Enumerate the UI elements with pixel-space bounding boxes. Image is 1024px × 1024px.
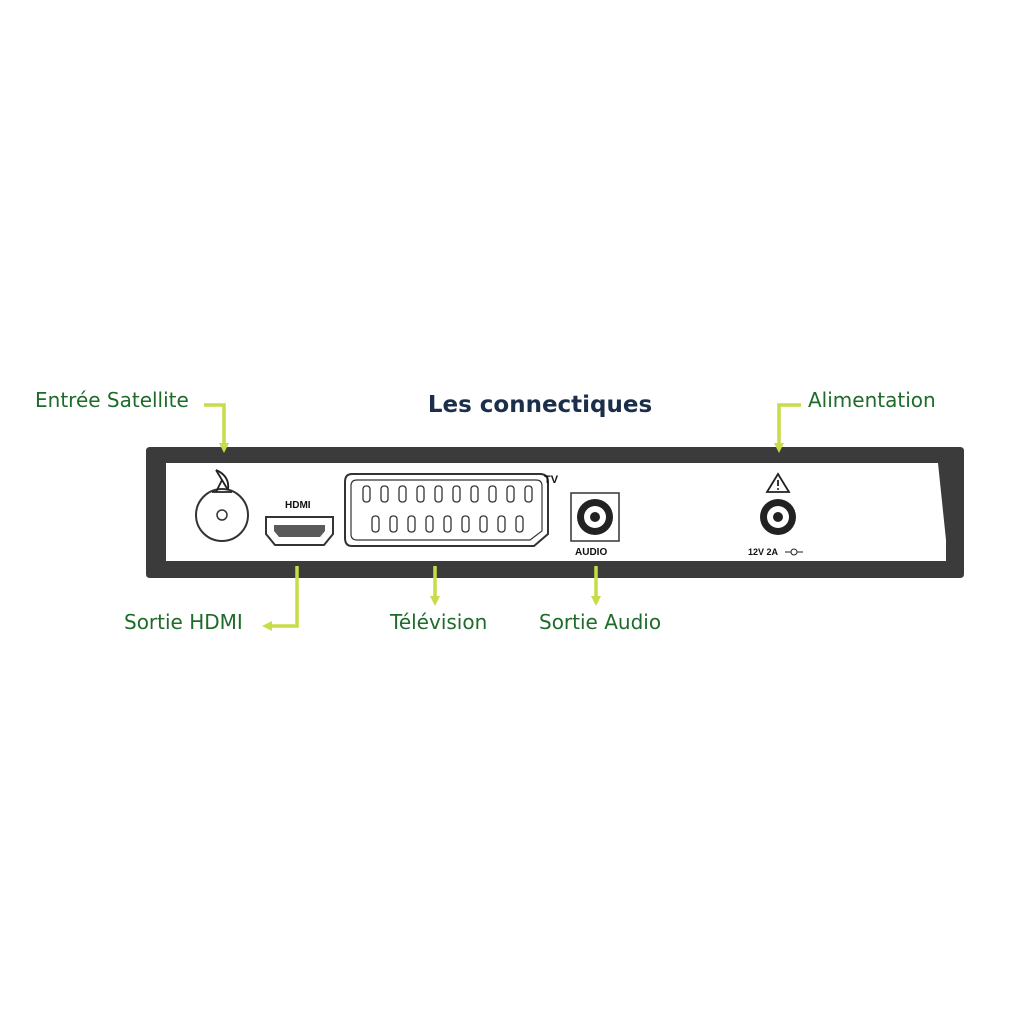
callout-television: Télévision <box>390 610 488 634</box>
callout-power: Alimentation <box>808 388 936 412</box>
arrow-satellite <box>204 403 229 453</box>
callout-satellite-input: Entrée Satellite <box>35 388 189 412</box>
callout-audio-output: Sortie Audio <box>539 610 662 634</box>
callout-hdmi-output: Sortie HDMI <box>124 610 243 634</box>
audio-port <box>570 492 620 542</box>
tv-port-label: TV <box>544 474 559 486</box>
audio-port-label: AUDIO <box>575 547 607 558</box>
scart-port <box>344 473 549 547</box>
dc-polarity-icon <box>785 548 803 556</box>
warning-triangle-icon <box>765 472 791 493</box>
hdmi-port-label: HDMI <box>285 500 311 511</box>
arrow-hdmi <box>262 566 299 631</box>
power-port <box>760 499 796 535</box>
diagram-title: Les connectiques <box>427 392 653 418</box>
arrow-power <box>774 403 801 453</box>
power-port-label: 12V 2A <box>748 547 779 557</box>
satellite-dish-icon <box>212 469 232 493</box>
hdmi-port <box>265 516 334 546</box>
device-casing <box>146 447 964 578</box>
satellite-input-port <box>195 488 249 542</box>
